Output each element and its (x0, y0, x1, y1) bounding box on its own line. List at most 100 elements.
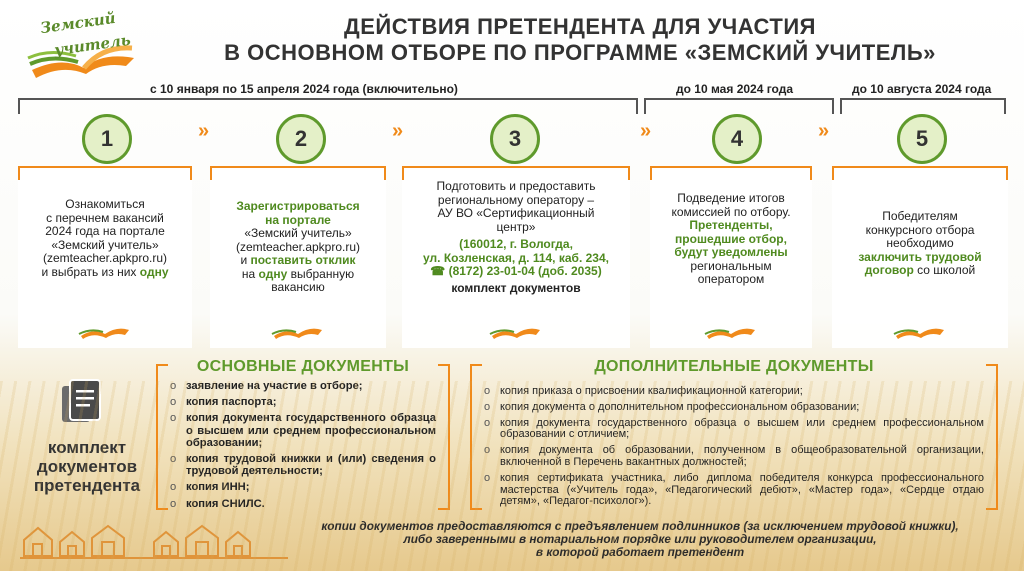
arrow-icon-3: » (640, 120, 651, 142)
card-3-line: Подготовить и предоставить (436, 179, 596, 193)
card-2-text: на (241, 266, 256, 281)
list-item: копия документа государственного образца… (484, 417, 984, 442)
list-item: копия паспорта; (170, 396, 436, 408)
card-1-line: «Земский учитель» (51, 237, 159, 252)
card-2-highlight: одну (258, 266, 288, 281)
kit-label-line: претендента (33, 476, 141, 495)
list-item: копия ИНН; (170, 481, 436, 493)
card-3-line: АУ ВО «Сертификационный (437, 206, 595, 220)
card-5-text: со школой (917, 263, 976, 277)
card-1-line: с перечнем вакансий (46, 210, 164, 225)
arrow-icon-2: » (392, 120, 403, 142)
card-3-address: ул. Козленская, д. 114, каб. 234, (423, 250, 609, 265)
book-icon (893, 328, 944, 339)
card-3-line: центр» (496, 219, 536, 234)
step-3-card: Подготовить и предоставить региональному… (402, 166, 630, 348)
footnote-line: либо заверенными в нотариальном порядке … (403, 532, 877, 546)
footnote-line: копии документов предоставляются с предъ… (321, 519, 959, 533)
main-docs-heading: ОСНОВНЫЕ ДОКУМЕНТЫ (196, 358, 410, 375)
list-item: копия трудовой книжки и (или) сведения о… (170, 453, 436, 477)
list-item: копия приказа о присвоении квалификацион… (484, 385, 984, 398)
card-2-line: на одну выбранную (214, 266, 382, 282)
list-item: копия документа об образовании, полученн… (484, 444, 984, 469)
card-5-line: необходимо (886, 236, 954, 250)
period-first-bracket (18, 98, 638, 118)
kit-label-line: комплект (47, 438, 127, 457)
card-2-line: (zemteacher.apkpro.ru) (235, 239, 361, 254)
card-2-line: и поставить отклик (214, 253, 382, 268)
footnote-line: в которой работает претендент (535, 545, 745, 559)
add-docs-box: ДОПОЛНИТЕЛЬНЫЕ ДОКУМЕНТЫ копия приказа о… (470, 358, 998, 512)
card-1-line: 2024 года на портале (45, 224, 165, 238)
card-2-highlight: поставить отклик (250, 253, 356, 267)
page-title: ДЕЙСТВИЯ ПРЕТЕНДЕНТА ДЛЯ УЧАСТИЯ В ОСНОВ… (150, 14, 1010, 66)
card-2-highlight: Зарегистрироваться (236, 199, 360, 213)
card-1-highlight: одну (139, 264, 169, 279)
card-4-highlight: будут уведомлены (674, 245, 788, 259)
arrow-icon-1: » (198, 120, 209, 142)
main-docs-list: заявление на участие в отборе; копия пас… (170, 380, 436, 514)
period-third-bracket (840, 98, 1006, 118)
card-3-address: (160012, г. Вологда, (459, 237, 573, 251)
card-1-text: и выбрать из них (41, 264, 137, 279)
step-4-card: Подведение итогов комиссией по отбору. П… (650, 166, 812, 348)
card-2-text: выбранную (290, 266, 355, 281)
list-item: копия СНИЛС. (170, 498, 436, 510)
card-3-line: региональному оператору – (437, 192, 595, 207)
card-4-line: комиссией по отбору. (671, 204, 791, 219)
period-second-bracket (644, 98, 834, 118)
bracket-right (438, 364, 450, 510)
footnote: копии документов предоставляются с предъ… (260, 520, 1020, 559)
step-1-card: Ознакомиться с перечнем вакансий 2024 го… (18, 166, 192, 348)
step-1-circle: 1 (82, 114, 132, 164)
title-line-2: В ОСНОВНОМ ОТБОРЕ ПО ПРОГРАММЕ «ЗЕМСКИЙ … (224, 40, 936, 65)
bracket-left (156, 364, 168, 510)
book-logo-icon (27, 45, 134, 78)
period-third: до 10 августа 2024 года (852, 82, 992, 96)
title-line-1: ДЕЙСТВИЯ ПРЕТЕНДЕНТА ДЛЯ УЧАСТИЯ (344, 14, 816, 39)
card-2-text: и (240, 253, 248, 267)
card-2-line: «Земский учитель» (244, 226, 352, 240)
card-4-highlight: прошедшие отбор, (675, 231, 787, 246)
book-icon (78, 328, 129, 339)
period-first: с 10 января по 15 апреля 2024 года (вклю… (150, 82, 458, 96)
card-4-line: Подведение итогов (677, 191, 785, 205)
card-5-highlight: заключить трудовой (858, 249, 982, 264)
card-2-highlight: на портале (265, 212, 331, 227)
card-1-line: (zemteacher.apkpro.ru) (42, 251, 168, 265)
step-3-circle: 3 (490, 114, 540, 164)
add-docs-heading: ДОПОЛНИТЕЛЬНЫЕ ДОКУМЕНТЫ (594, 358, 874, 375)
book-icon (271, 328, 322, 339)
list-item: копия документа о дополнительном професс… (484, 401, 984, 414)
book-icon (704, 328, 755, 339)
period-second: до 10 мая 2024 года (676, 82, 794, 96)
list-item: копия документа государственного образца… (170, 412, 436, 449)
card-5-line: договор со школой (836, 263, 1004, 278)
card-4-line: региональным (690, 258, 772, 273)
houses-icon (20, 524, 288, 559)
kit-label-line: документов (36, 457, 138, 476)
step-2-circle: 2 (276, 114, 326, 164)
list-item: копия сертификата участника, либо диплом… (484, 472, 984, 508)
documents-icon (62, 379, 101, 422)
step-5-circle: 5 (897, 114, 947, 164)
arrow-icon-4: » (818, 120, 829, 142)
card-5-line: Победителям (882, 209, 958, 223)
bracket-left (470, 364, 482, 510)
add-docs-list: копия приказа о присвоении квалификацион… (484, 385, 984, 512)
kit-label: комплект документов претендента (22, 438, 152, 495)
step-4-circle: 4 (712, 114, 762, 164)
card-5-highlight: договор (864, 263, 914, 277)
book-icon (489, 328, 540, 339)
card-3-kit: комплект документов (451, 280, 581, 295)
card-3-phone: ☎ (8172) 23-01-04 (доб. 2035) (430, 264, 602, 278)
step-2-card: Зарегистрироваться на портале «Земский у… (210, 166, 386, 348)
card-2-line: вакансию (271, 280, 325, 294)
bracket-right (986, 364, 998, 510)
step-5-card: Победителям конкурсного отбора необходим… (832, 166, 1008, 348)
card-4-line: оператором (697, 272, 765, 286)
card-5-line: конкурсного отбора (865, 222, 975, 237)
card-4-highlight: Претенденты, (689, 218, 773, 232)
list-item: заявление на участие в отборе; (170, 380, 436, 392)
